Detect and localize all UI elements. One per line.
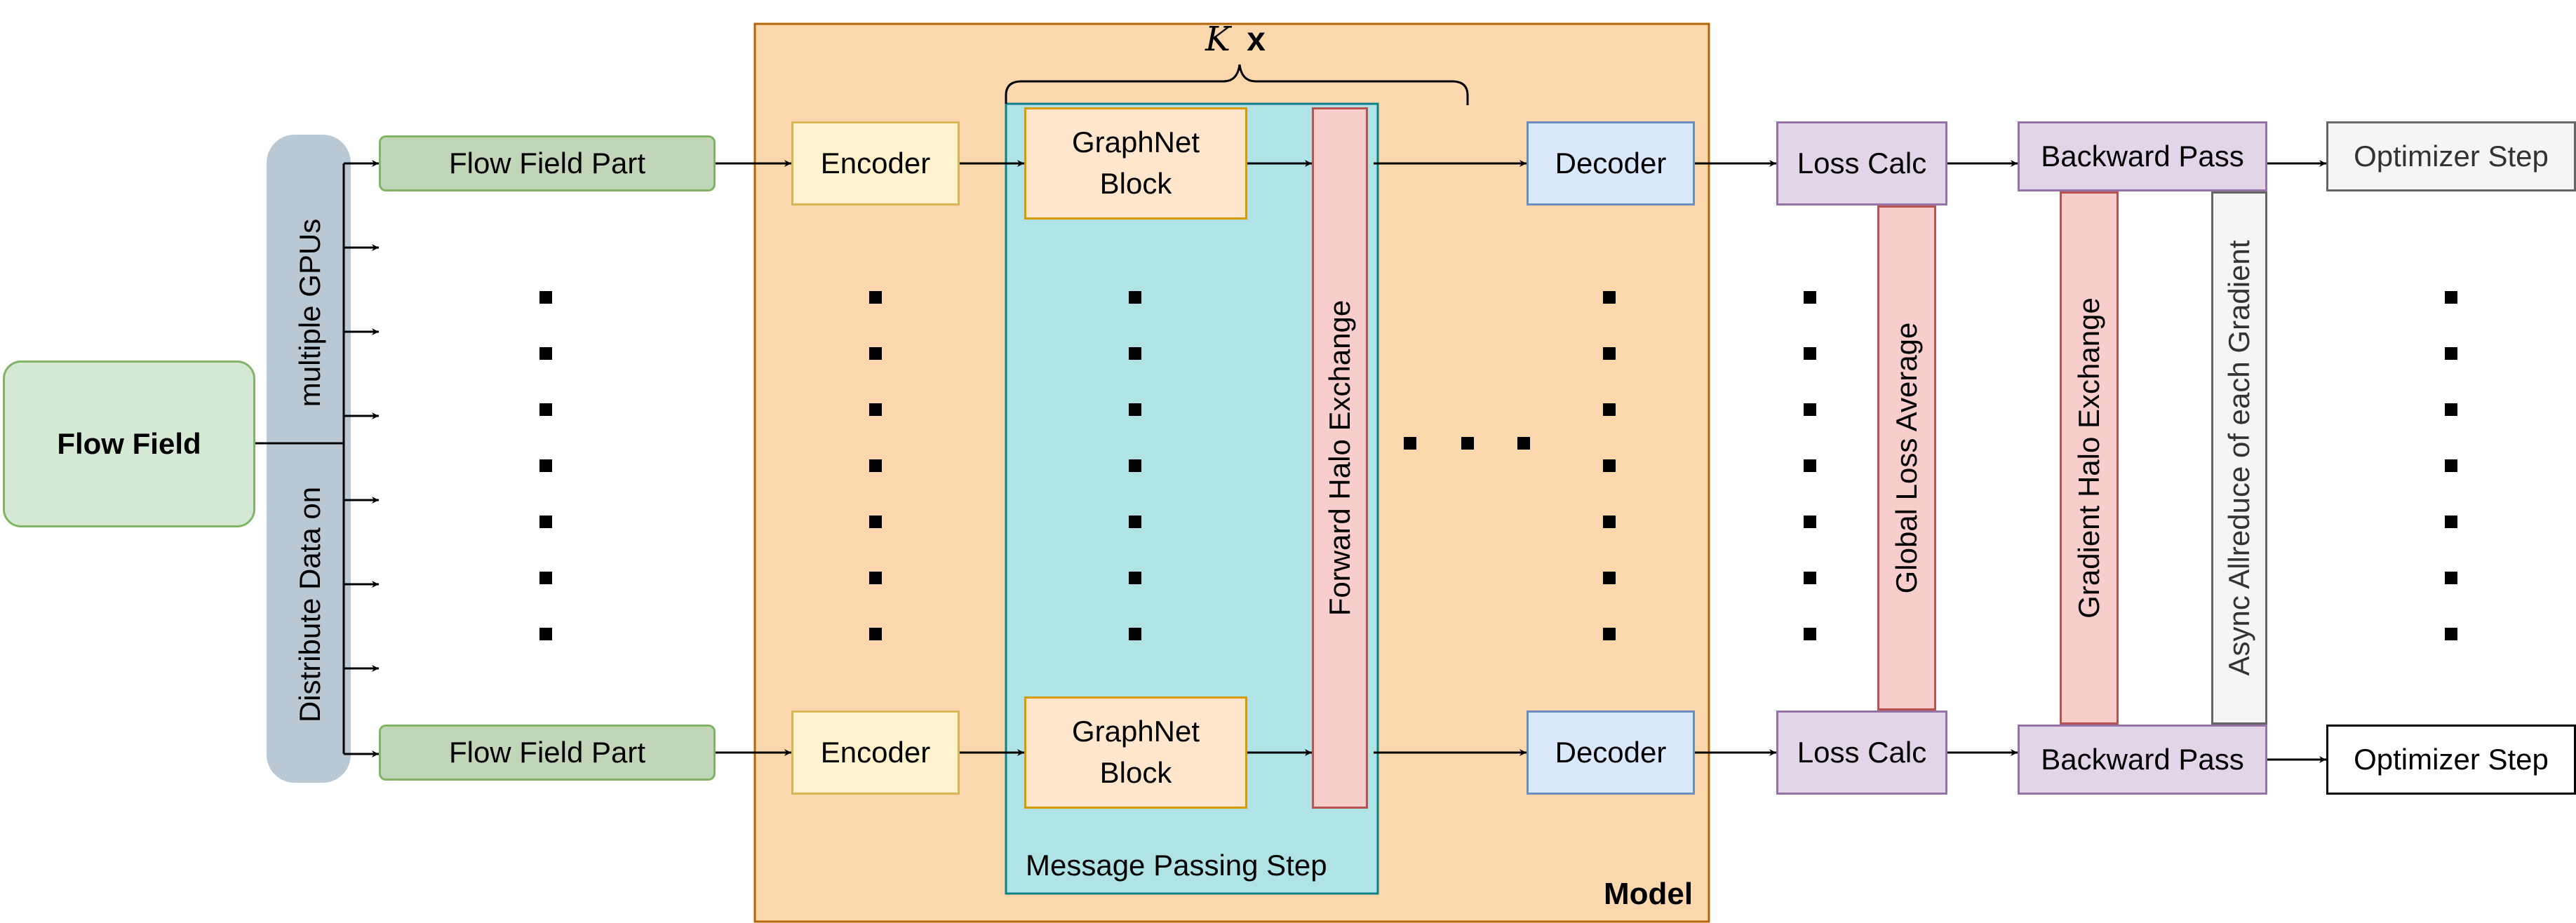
ellipsis-dot xyxy=(2445,347,2457,360)
backward-pass-top: Backward Pass xyxy=(2018,121,2267,191)
repeat-variable: K xyxy=(1205,20,1230,59)
ellipsis-dot xyxy=(1804,628,1816,640)
backward-pass-top-label: Backward Pass xyxy=(2041,139,2244,173)
ellipsis-dot xyxy=(2445,572,2457,584)
loss-calc-top-label: Loss Calc xyxy=(1797,146,1927,180)
ellipsis-dot xyxy=(1129,347,1141,360)
loss-calc-top: Loss Calc xyxy=(1776,121,1947,206)
loss-calc-bottom-label: Loss Calc xyxy=(1797,735,1927,769)
repeat-brace xyxy=(1005,64,1469,105)
ellipsis-dot xyxy=(539,572,552,584)
ellipsis-dot xyxy=(539,403,552,416)
ellipsis-dot xyxy=(1129,291,1141,304)
flow-field-part-top-label: Flow Field Part xyxy=(448,146,646,180)
ellipsis-dot xyxy=(539,628,552,640)
ellipsis-dot xyxy=(539,291,552,304)
encoder-top: Encoder xyxy=(791,121,960,206)
optimizer-step-top: Optimizer Step xyxy=(2326,121,2576,191)
ellipsis-dot xyxy=(1603,572,1616,584)
gradient-halo-exchange-label: Gradient Halo Exchange xyxy=(2072,297,2105,619)
repeat-label: K x xyxy=(1205,20,1266,59)
message-passing-label: Message Passing Step xyxy=(1026,849,1327,882)
flow-field-box: Flow Field xyxy=(3,361,255,527)
flow-field-part-bottom-label: Flow Field Part xyxy=(448,735,646,769)
ellipsis-dot xyxy=(2445,628,2457,640)
ellipsis-dot xyxy=(1804,291,1816,304)
ellipsis-dot xyxy=(869,459,882,472)
ellipsis-dot xyxy=(869,291,882,304)
distribute-label-line1: Distribute Data on xyxy=(293,486,326,723)
ellipsis-dot xyxy=(1129,628,1141,640)
optimizer-step-bottom: Optimizer Step xyxy=(2326,725,2576,795)
ellipsis-dot xyxy=(1603,516,1616,528)
flow-field-part-bottom: Flow Field Part xyxy=(379,725,716,781)
graphnet-top-line1: GraphNet xyxy=(1071,126,1200,159)
pipeline-arrows xyxy=(716,160,2326,763)
ellipsis-dot xyxy=(1129,572,1141,584)
graphnet-block-bottom: GraphNet Block xyxy=(1024,696,1247,809)
flow-field-label: Flow Field xyxy=(57,426,201,460)
gradient-halo-exchange-bar xyxy=(2060,191,2119,725)
ellipsis-dot xyxy=(539,347,552,360)
repeat-times: x xyxy=(1247,21,1266,58)
distribute-label-line2: multiple GPUs xyxy=(293,218,326,407)
flow-field-part-top: Flow Field Part xyxy=(379,135,716,191)
ellipsis-dot xyxy=(1603,459,1616,472)
distribution-connectors xyxy=(255,163,345,754)
ellipsis-dot xyxy=(1129,516,1141,528)
ellipsis-dot xyxy=(1404,437,1416,450)
ellipsis-dot xyxy=(1804,347,1816,360)
ellipsis-dot xyxy=(2445,459,2457,472)
distribution-arrows xyxy=(344,160,379,757)
encoder-bottom-label: Encoder xyxy=(820,735,931,769)
loss-calc-bottom: Loss Calc xyxy=(1776,710,1947,795)
graphnet-block-top: GraphNet Block xyxy=(1024,107,1247,220)
encoder-bottom: Encoder xyxy=(791,710,960,795)
ellipsis-dot xyxy=(1129,403,1141,416)
global-loss-average-bar xyxy=(1877,206,1936,710)
gpu-distribution-band xyxy=(267,135,351,783)
async-allreduce-bar xyxy=(2211,191,2267,725)
ellipsis-dot xyxy=(2445,291,2457,304)
global-loss-average-label: Global Loss Average xyxy=(1890,322,1923,594)
ellipsis-dot xyxy=(869,516,882,528)
ellipsis-dot xyxy=(1603,347,1616,360)
ellipsis-dot xyxy=(2445,403,2457,416)
ellipsis-dot xyxy=(1804,572,1816,584)
ellipsis-dots xyxy=(539,291,2457,640)
ellipsis-dot xyxy=(869,628,882,640)
optimizer-step-bottom-label: Optimizer Step xyxy=(2354,742,2549,776)
decoder-bottom-label: Decoder xyxy=(1555,735,1667,769)
ellipsis-dot xyxy=(1603,403,1616,416)
ellipsis-dot xyxy=(1804,459,1816,472)
graphnet-bottom-line2: Block xyxy=(1099,756,1172,789)
decoder-top-label: Decoder xyxy=(1555,146,1667,180)
graphnet-top-line2: Block xyxy=(1099,167,1172,200)
ellipsis-dot xyxy=(1517,437,1530,450)
model-label: Model xyxy=(1604,877,1693,911)
forward-halo-exchange-label: Forward Halo Exchange xyxy=(1323,299,1356,617)
ellipsis-dot xyxy=(1804,516,1816,528)
optimizer-step-top-label: Optimizer Step xyxy=(2354,139,2549,173)
graphnet-bottom-line1: GraphNet xyxy=(1071,715,1200,748)
ellipsis-dot xyxy=(869,347,882,360)
backward-pass-bottom: Backward Pass xyxy=(2018,725,2267,795)
decoder-top: Decoder xyxy=(1527,121,1695,206)
ellipsis-dot xyxy=(1804,403,1816,416)
ellipsis-dot xyxy=(539,459,552,472)
decoder-bottom: Decoder xyxy=(1527,710,1695,795)
ellipsis-dot xyxy=(539,516,552,528)
encoder-top-label: Encoder xyxy=(820,146,931,180)
ellipsis-dot xyxy=(869,403,882,416)
ellipsis-dot xyxy=(1461,437,1474,450)
ellipsis-dot xyxy=(869,572,882,584)
forward-halo-exchange-bar xyxy=(1312,107,1368,809)
ellipsis-dot xyxy=(1603,291,1616,304)
backward-pass-bottom-label: Backward Pass xyxy=(2041,742,2244,776)
ellipsis-dot xyxy=(2445,516,2457,528)
ellipsis-dot xyxy=(1603,628,1616,640)
async-allreduce-label: Async Allreduce of each Gradient xyxy=(2222,240,2255,676)
ellipsis-dot xyxy=(1129,459,1141,472)
